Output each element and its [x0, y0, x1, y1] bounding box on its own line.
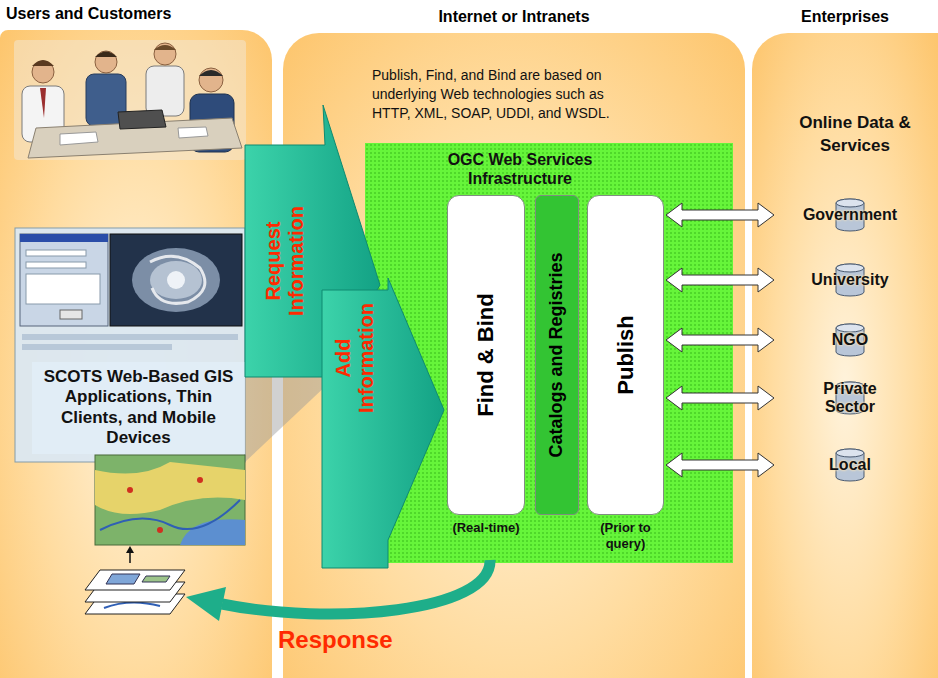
- application-label: SCOTS Web-Based GIS Applications, Thin C…: [36, 367, 241, 449]
- map-layers-icon: [85, 570, 185, 590]
- double-arrow: [666, 268, 774, 292]
- meeting-photo: [118, 110, 166, 129]
- vertical-label: Catalogs and Registries: [547, 252, 567, 457]
- database-label: University: [811, 271, 888, 289]
- meeting-photo: [95, 51, 117, 73]
- arrow-body: [322, 278, 444, 568]
- panel-heading: Users and Customers: [6, 4, 171, 24]
- double-arrow: [666, 453, 774, 477]
- database-node: Government: [775, 195, 925, 235]
- screen-wedge: [245, 228, 380, 462]
- map-layers-icon: [85, 570, 185, 614]
- double-arrow: [666, 386, 774, 410]
- map-layers-icon: [106, 574, 140, 584]
- up-arrow: [126, 546, 134, 563]
- timing-caption: (Prior to query): [586, 520, 666, 551]
- find-bind-box: Find & Bind(Real-time): [447, 195, 525, 515]
- section-heading: Online Data & Services: [785, 112, 925, 158]
- database-node: University: [775, 260, 925, 300]
- application-screenshot: [167, 271, 185, 289]
- meeting-photo: [14, 40, 246, 160]
- database-label: Private Sector: [810, 380, 890, 417]
- vertical-label: Find & Bind: [474, 293, 498, 416]
- arrow-shape: [322, 278, 444, 568]
- map-image: [95, 455, 245, 545]
- map-image: [95, 462, 245, 514]
- map-image: [100, 500, 240, 530]
- application-screenshot: [20, 234, 108, 326]
- meeting-photo: [40, 88, 46, 118]
- application-screenshot: [15, 228, 245, 462]
- response-arrow: [222, 560, 490, 614]
- map-image: [157, 527, 163, 533]
- arrow-label: Add Information: [332, 293, 378, 423]
- meeting-photo: [199, 68, 223, 92]
- map-layers-icon: [104, 602, 160, 608]
- database-node: Local: [775, 445, 925, 485]
- add-arrow: Add Information: [322, 278, 444, 568]
- map-image: [95, 455, 245, 545]
- application-screenshot: [15, 228, 245, 462]
- application-screenshot: [22, 334, 238, 340]
- application-box: SCOTS Web-Based GIS Applications, Thin C…: [32, 362, 245, 454]
- application-screenshot: [20, 234, 108, 242]
- meeting-photo: [95, 52, 117, 58]
- panel-heading: Internet or Intranets: [283, 7, 745, 27]
- catalog-column: Catalogs and Registries: [535, 195, 579, 515]
- meeting-photo: [154, 45, 176, 50]
- screen-wedge: [245, 228, 380, 462]
- up-arrow: [126, 546, 134, 553]
- note-text: Publish, Find, and Bind are based on und…: [372, 66, 642, 123]
- database-label: Local: [829, 456, 871, 474]
- database-node: Private Sector: [775, 374, 925, 422]
- vertical-label: Publish: [613, 315, 637, 394]
- meeting-photo: [146, 66, 184, 116]
- arrow-label: Request Information: [262, 196, 308, 326]
- response-arrow: [186, 560, 490, 621]
- infrastructure-title: OGC Web Services Infrastructure: [420, 150, 620, 188]
- timing-caption: (Real-time): [441, 520, 531, 536]
- application-screenshot: [26, 274, 100, 304]
- meeting-photo: [60, 132, 98, 145]
- application-screenshot: [60, 310, 82, 319]
- application-screenshot: [150, 256, 205, 303]
- database-label: NGO: [832, 331, 868, 349]
- panel-heading: Enterprises: [752, 7, 938, 27]
- meeting-photo: [199, 70, 223, 76]
- meeting-photo: [14, 40, 246, 160]
- application-screenshot: [26, 250, 86, 256]
- application-screenshot: [110, 234, 242, 326]
- map-image: [127, 487, 133, 493]
- map-image: [197, 477, 203, 483]
- application-screenshot: [132, 248, 220, 312]
- application-screenshot: [150, 261, 202, 299]
- database-label: Government: [803, 206, 897, 224]
- meeting-photo: [178, 127, 208, 138]
- map-image: [180, 519, 245, 545]
- application-screenshot: [26, 262, 86, 268]
- publish-box: Publish(Prior to query): [587, 195, 664, 515]
- meeting-photo: [154, 43, 176, 65]
- double-arrow: [666, 203, 774, 227]
- database-node: NGO: [775, 320, 925, 360]
- response-arrow: [186, 587, 226, 621]
- double-arrow: [666, 328, 774, 352]
- map-layers-icon: [142, 576, 170, 582]
- application-screenshot: [22, 344, 172, 350]
- response-label: Response: [278, 626, 448, 654]
- meeting-photo: [32, 60, 54, 66]
- meeting-photo: [32, 61, 54, 83]
